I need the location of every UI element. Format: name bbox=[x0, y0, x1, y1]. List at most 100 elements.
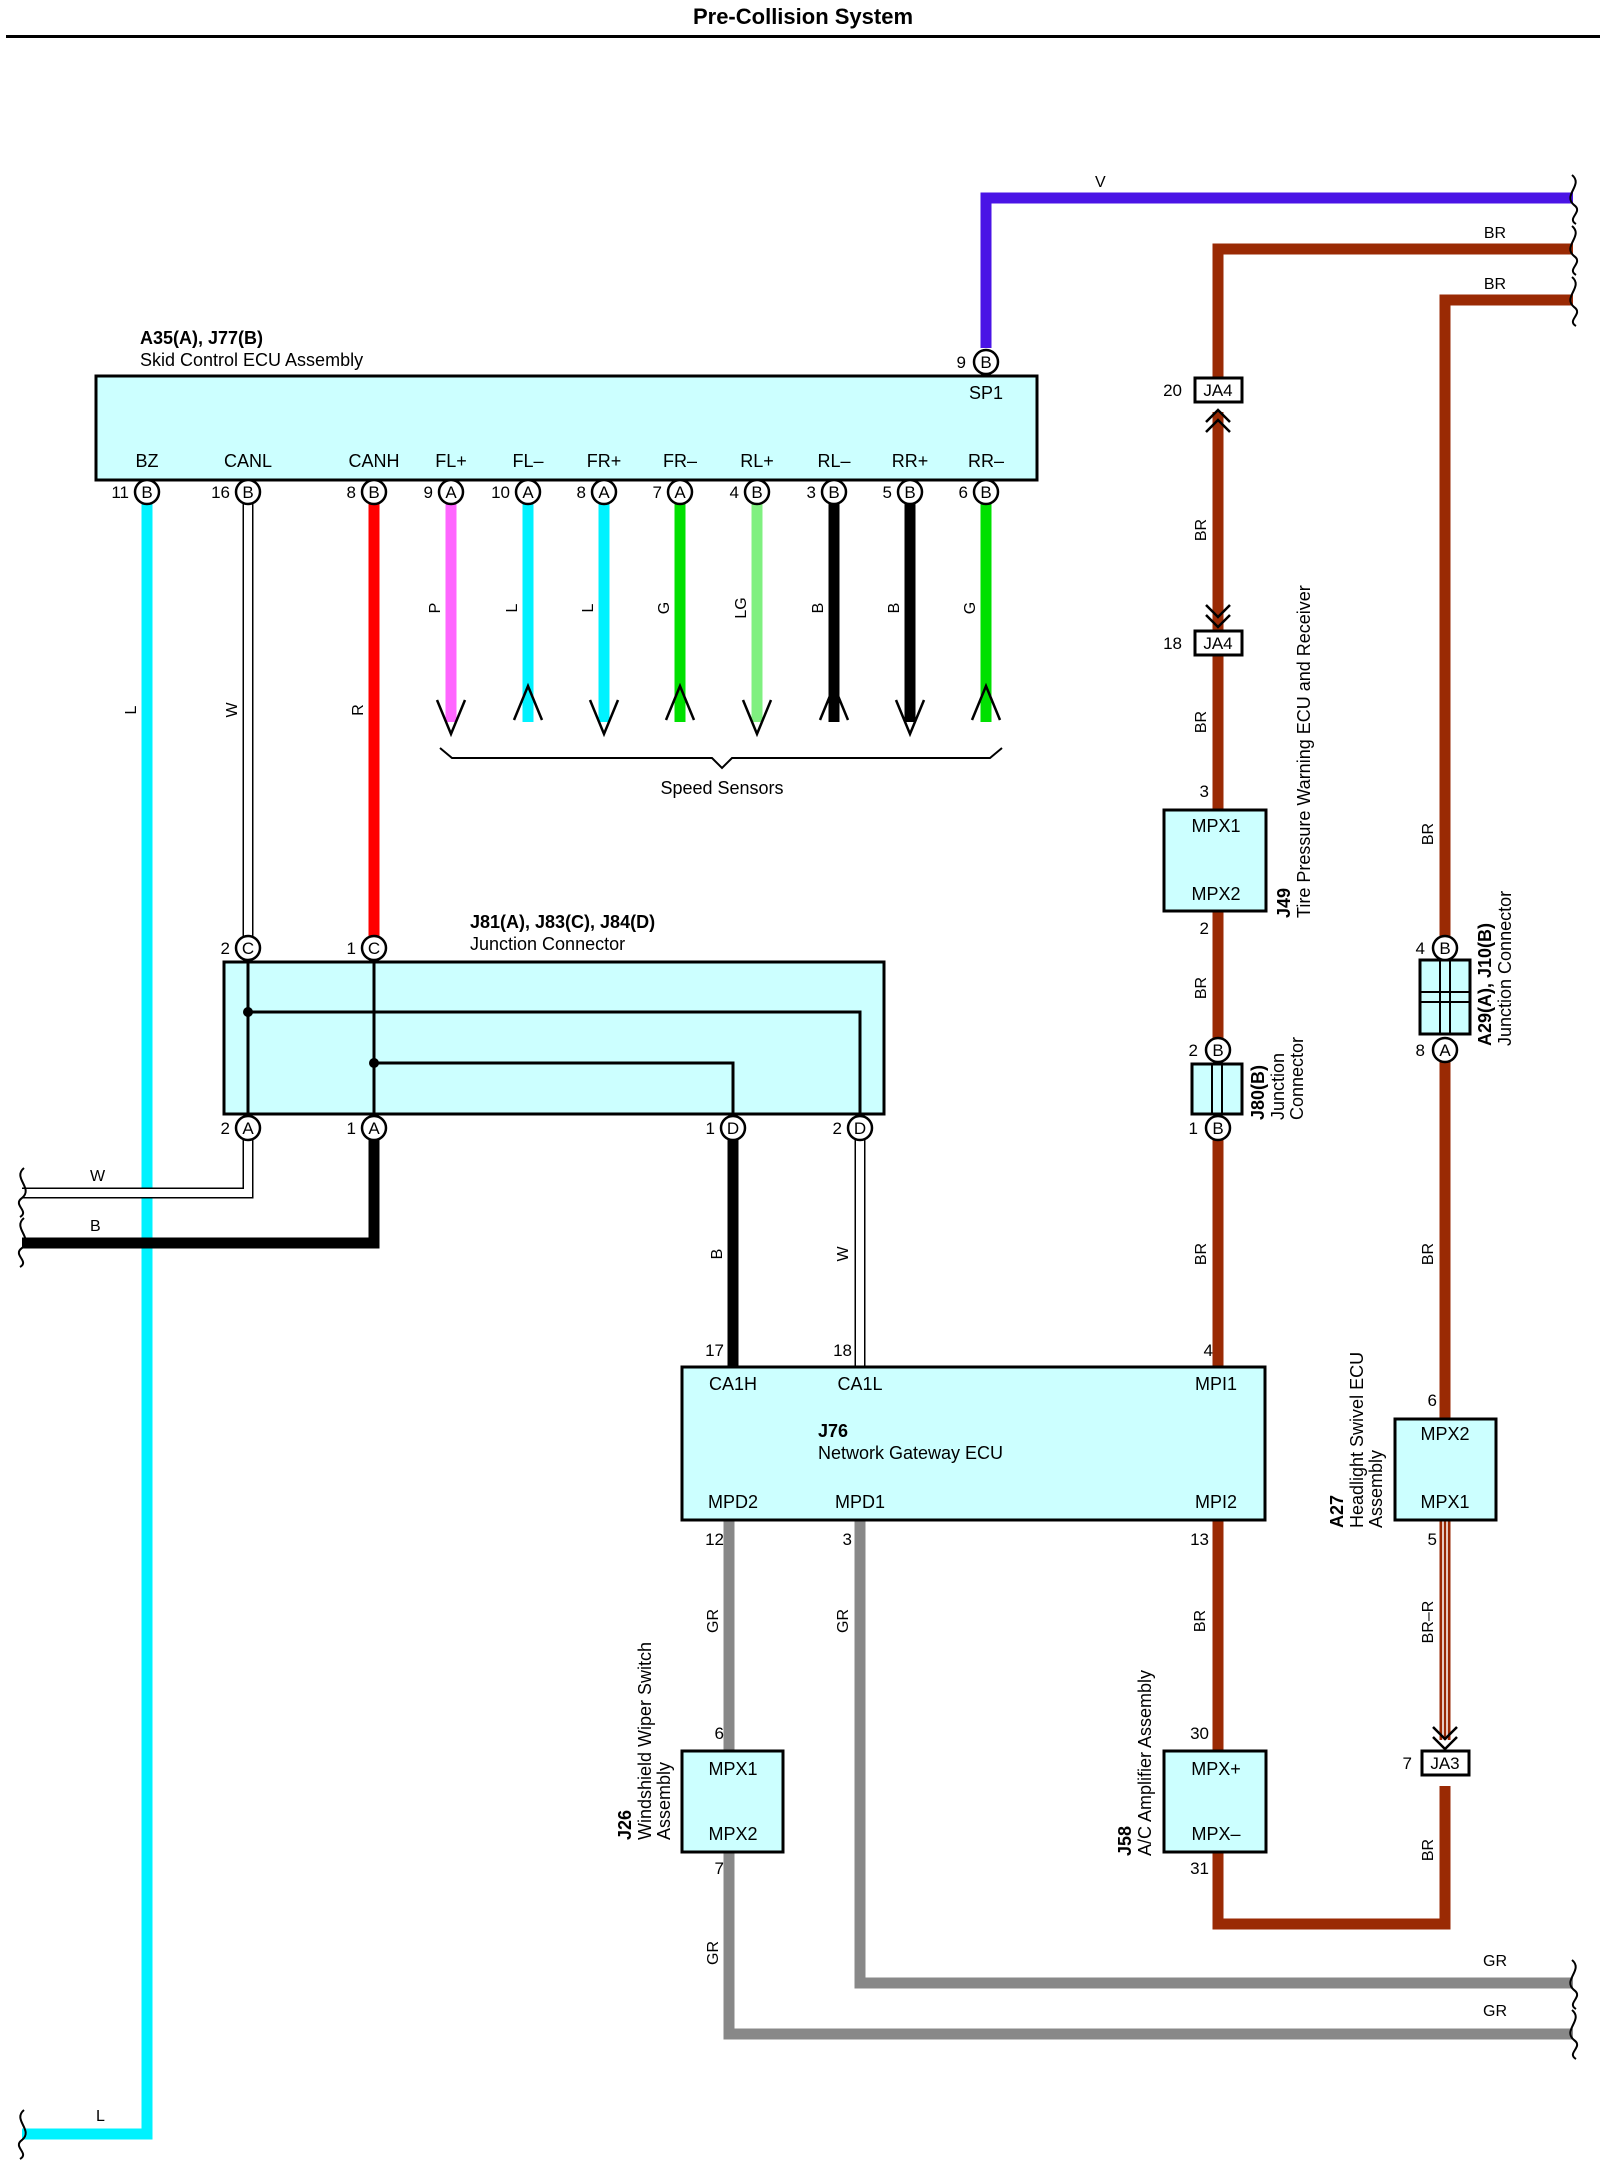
ja4-top-arrow bbox=[1205, 408, 1231, 433]
j80-bottom-conn: B bbox=[1212, 1119, 1223, 1138]
a29-id: A29(A), J10(B) bbox=[1475, 923, 1495, 1046]
pin-num: 6 bbox=[959, 483, 968, 502]
gw-pin-num: 13 bbox=[1190, 1530, 1209, 1549]
wire-label-gr: GR bbox=[705, 1609, 722, 1633]
j80-name1: Junction bbox=[1268, 1053, 1288, 1120]
pin-num: 9 bbox=[424, 483, 433, 502]
pin-label: FR– bbox=[663, 451, 697, 471]
wire-label: LG bbox=[733, 597, 750, 618]
gw-id: J76 bbox=[818, 1421, 848, 1441]
pin-label: RR– bbox=[968, 451, 1004, 471]
pin-conn: B bbox=[904, 483, 915, 502]
j80-top-conn: B bbox=[1212, 1041, 1223, 1060]
wire-label-gr: GR bbox=[705, 1941, 722, 1965]
gw-pin-label: MPD2 bbox=[708, 1492, 758, 1512]
j80-connector bbox=[1190, 1062, 1244, 1116]
wire-label-br: BR bbox=[1420, 1839, 1437, 1861]
headlight-pin-num: 6 bbox=[1428, 1391, 1437, 1410]
pin-conn: D bbox=[727, 1119, 739, 1138]
break-symbols bbox=[17, 174, 1579, 2160]
pin-conn: B bbox=[242, 483, 253, 502]
wiper-name1: Windshield Wiper Switch bbox=[635, 1642, 655, 1840]
sp1-pin-num: 9 bbox=[957, 353, 966, 372]
wiper-pin-num: 7 bbox=[715, 1859, 724, 1878]
wire-label-br: BR bbox=[1484, 276, 1506, 293]
pin-conn: B bbox=[141, 483, 152, 502]
pin-conn: A bbox=[522, 483, 534, 502]
tpms-pin-label: MPX1 bbox=[1191, 816, 1240, 836]
headlight-pin-label: MPX2 bbox=[1420, 1424, 1469, 1444]
wire-gr-mpd1-out bbox=[854, 1520, 1573, 1989]
headlight-box bbox=[1393, 1417, 1498, 1522]
wire-label-w: W bbox=[224, 702, 241, 718]
wire-label-br: BR bbox=[1193, 711, 1210, 733]
ja4-bottom-num: 18 bbox=[1163, 634, 1182, 653]
gw-name: Network Gateway ECU bbox=[818, 1443, 1003, 1463]
pin-num: 4 bbox=[730, 483, 739, 502]
wire-b-left bbox=[22, 1130, 380, 1249]
wire-label-l: L bbox=[123, 705, 140, 714]
wire-label-gr: GR bbox=[835, 1609, 852, 1633]
jc1-id: J81(A), J83(C), J84(D) bbox=[470, 912, 655, 932]
pin-label: RR+ bbox=[892, 451, 929, 471]
wiper-pin-label: MPX2 bbox=[708, 1824, 757, 1844]
gw-pin-num: 12 bbox=[705, 1530, 724, 1549]
ac-id: J58 bbox=[1115, 1826, 1135, 1856]
wire-v bbox=[980, 192, 1573, 348]
skid-ecu-box bbox=[94, 374, 1039, 482]
wire-label: L bbox=[504, 603, 521, 612]
headlight-name2: Assembly bbox=[1366, 1450, 1386, 1528]
pin-num: 11 bbox=[111, 483, 129, 502]
wiper-name2: Assembly bbox=[654, 1762, 674, 1840]
pin-num: 2 bbox=[221, 1119, 230, 1138]
wire-label-br-r: BR–R bbox=[1420, 1601, 1437, 1644]
gateway-box bbox=[680, 1365, 1267, 1522]
junction-internal bbox=[246, 962, 862, 1114]
tpms-name: Tire Pressure Warning ECU and Receiver bbox=[1294, 585, 1314, 918]
skid-ecu-pin-nums: 11 16 8 9 10 8 7 4 3 5 6 bbox=[111, 483, 968, 502]
tpms-id: J49 bbox=[1274, 888, 1294, 918]
ja3-label: JA3 bbox=[1430, 1754, 1459, 1773]
splice-dot bbox=[243, 1007, 253, 1017]
j80-id: J80(B) bbox=[1248, 1065, 1268, 1120]
wire-label-b-left: B bbox=[90, 1218, 101, 1235]
wire-label-br: BR bbox=[1420, 823, 1437, 845]
gw-pin-label: MPD1 bbox=[835, 1492, 885, 1512]
pin-num: 10 bbox=[491, 483, 510, 502]
pin-conn: B bbox=[751, 483, 762, 502]
pin-conn: A bbox=[242, 1119, 254, 1138]
pin-num: 1 bbox=[347, 1119, 356, 1138]
ja4-top-label: JA4 bbox=[1203, 381, 1232, 400]
a29-connector bbox=[1418, 958, 1472, 1036]
skid-ecu-pin-labels: BZ CANL CANH FL+ FL– FR+ FR– RL+ RL– RR+… bbox=[135, 451, 1004, 471]
pin-num: 1 bbox=[706, 1119, 715, 1138]
gw-pin-label: CA1L bbox=[837, 1374, 882, 1394]
junction-connector-box bbox=[222, 960, 886, 1116]
tpms-pin-num: 3 bbox=[1200, 782, 1209, 801]
sp1-label: SP1 bbox=[969, 383, 1003, 403]
ac-pin-num: 30 bbox=[1190, 1724, 1209, 1743]
pin-num: 5 bbox=[883, 483, 892, 502]
wire-label: G bbox=[962, 602, 979, 614]
jc1-name: Junction Connector bbox=[470, 934, 625, 954]
wire-label-r: R bbox=[350, 704, 367, 716]
gw-pin-num: 3 bbox=[843, 1530, 852, 1549]
wire-label-b-ca1h: B bbox=[709, 1249, 726, 1260]
gw-pin-label: MPI2 bbox=[1195, 1492, 1237, 1512]
pin-conn: C bbox=[368, 939, 380, 958]
title-rule bbox=[6, 35, 1600, 38]
speed-sensor-wire-labels: P L L G LG B B G bbox=[427, 597, 979, 618]
ja3-num: 7 bbox=[1403, 1754, 1412, 1773]
pin-conn: A bbox=[445, 483, 457, 502]
gw-pin-label: MPI1 bbox=[1195, 1374, 1237, 1394]
wire-label-w-ca1l: W bbox=[835, 1246, 852, 1262]
a29-top-num: 4 bbox=[1416, 939, 1425, 958]
ja4-top-box bbox=[1193, 376, 1244, 404]
pin-conn: A bbox=[368, 1119, 380, 1138]
wiper-pin-num: 6 bbox=[715, 1724, 724, 1743]
wire-label-br: BR bbox=[1192, 1610, 1209, 1632]
wire-label: B bbox=[810, 603, 827, 614]
pin-conn: B bbox=[828, 483, 839, 502]
wire-l-bz bbox=[22, 500, 153, 2140]
